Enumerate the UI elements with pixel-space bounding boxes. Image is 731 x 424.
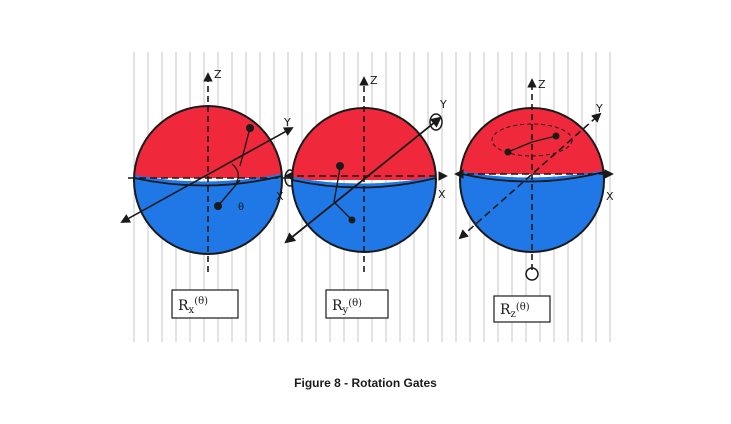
sphere-rz-vector-left (507, 141, 533, 153)
figure-caption: Figure 8 - Rotation Gates (294, 376, 437, 390)
sphere-ry-y-axis (284, 116, 442, 244)
sphere-rx-state-point-down (214, 202, 222, 210)
sphere-ry-vector-up (333, 167, 341, 203)
sphere-rx-theta-label: θ (238, 202, 244, 213)
sphere-ry-x-label: X (438, 188, 446, 201)
rotation-gates-figure: Z Y X θ Rx(θ) Z Y X Ry(θ) (120, 52, 620, 342)
sphere-ry-gate-label: Ry(θ) (332, 298, 362, 316)
sphere-ry-gate-box (325, 289, 389, 319)
sphere-rx-state-point-up (246, 124, 254, 132)
sphere-ry-z-label: Z (370, 74, 378, 87)
sphere-rz-gate-label: Rz(θ) (500, 302, 530, 320)
sphere-rx-z-label: Z (214, 68, 222, 81)
sphere-rz-gate-box (493, 295, 551, 323)
sphere-rx-gate-box (171, 289, 239, 319)
sphere-rz-z-label: Z (538, 78, 546, 91)
sphere-rx-vector-down (217, 179, 241, 207)
sphere-rx-x-label: X (276, 190, 284, 203)
sphere-ry-state-point-up (336, 162, 344, 170)
sphere-rx-y-axis (120, 127, 294, 223)
sphere-rx-angle-arc (231, 163, 239, 185)
sphere-rx-y-label: Y (283, 116, 291, 129)
sphere-rz-x-label: X (606, 190, 614, 203)
sphere-rz-state-point-left (504, 148, 512, 156)
sphere-rx-gate-label: Rx(θ) (178, 296, 208, 316)
sphere-rz-y-label: Y (595, 102, 603, 115)
sphere-rz-rotation-loop (525, 267, 539, 281)
sphere-rx-vector-up (239, 127, 251, 167)
sphere-ry-vector-down (333, 201, 353, 221)
sphere-ry-state-point-down (348, 216, 356, 224)
sphere-rz-state-point-right (552, 132, 560, 140)
sphere-ry-rotation-loop (429, 113, 443, 131)
sphere-rz-vector-right (531, 135, 557, 143)
sphere-rz-rotation-orbit (491, 123, 573, 157)
sphere-rz-y-axis (458, 112, 602, 240)
sphere-ry-y-label: Y (439, 98, 447, 111)
